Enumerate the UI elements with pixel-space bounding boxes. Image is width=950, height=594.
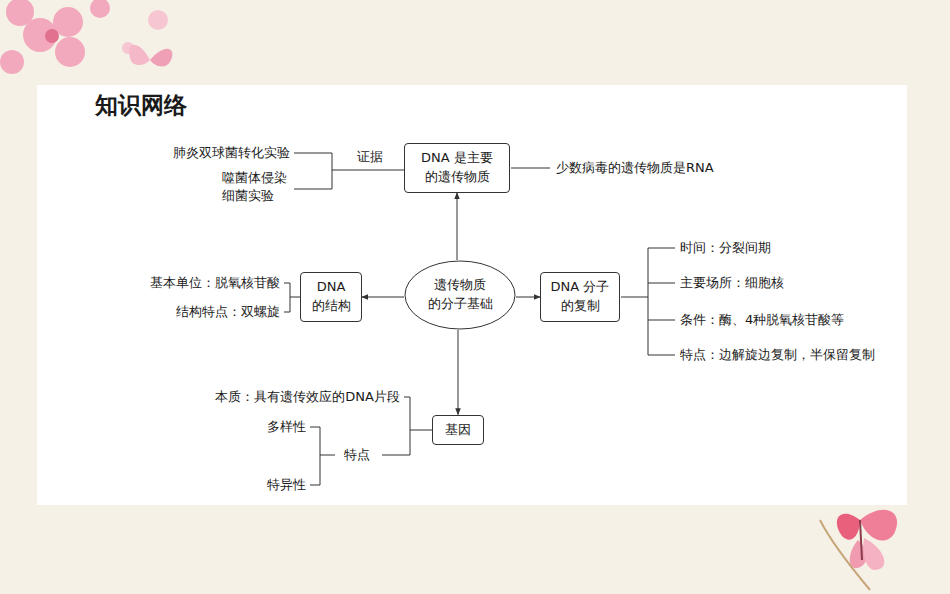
title: 知识网络 [95,90,187,121]
note-label: 肺炎双球菌转化实验 [173,144,290,162]
flower [0,0,168,74]
topic-box: DNA 分子 的复制 [540,272,620,322]
bracket [621,248,675,355]
node-text: DNA 的结构 [307,278,355,316]
note-label: 本质：具有遗传效应的DNA片段 [215,388,400,406]
arrow-connector [362,297,404,298]
note-label: 少数病毒的遗传物质是RNA [556,159,714,177]
note-label: 噬菌体侵染 细菌实验 [222,169,290,205]
bracket [382,397,433,455]
node-text: 遗传物质 的分子基础 [418,276,502,314]
arrow-connector [457,193,458,260]
leader-line [332,170,404,171]
note-label: 主要场所：细胞核 [680,274,784,292]
note-label: 特异性 [267,476,306,494]
note-label: 特点 [344,446,370,464]
topic-box: 基因 [432,415,484,446]
note-label: 多样性 [267,418,306,436]
node-text: 基因 [445,421,471,440]
arrow-connector [516,297,540,298]
ellipse-outline [404,260,516,330]
node-text: DNA 分子 的复制 [547,278,613,316]
topic-box: DNA 的结构 [300,272,362,322]
arrow-connector [458,330,459,415]
bracket [284,283,300,312]
note-label: 基本单位：脱氧核苷酸 [150,274,280,292]
note-label: 时间：分裂间期 [680,239,771,257]
bracket [310,427,335,485]
note-label: 特点：边解旋边复制，半保留复制 [680,346,875,364]
node-text: DNA 是主要 的遗传物质 [411,149,503,187]
leader-line [511,168,550,169]
note-label: 证据 [357,148,383,166]
topic-box: DNA 是主要 的遗传物质 [404,143,510,193]
note-label: 条件：酶、4种脱氧核苷酸等 [680,311,844,329]
note-label: 结构特点：双螺旋 [176,303,280,321]
center-ellipse: 遗传物质 的分子基础 [404,260,516,330]
bracket [294,153,332,189]
